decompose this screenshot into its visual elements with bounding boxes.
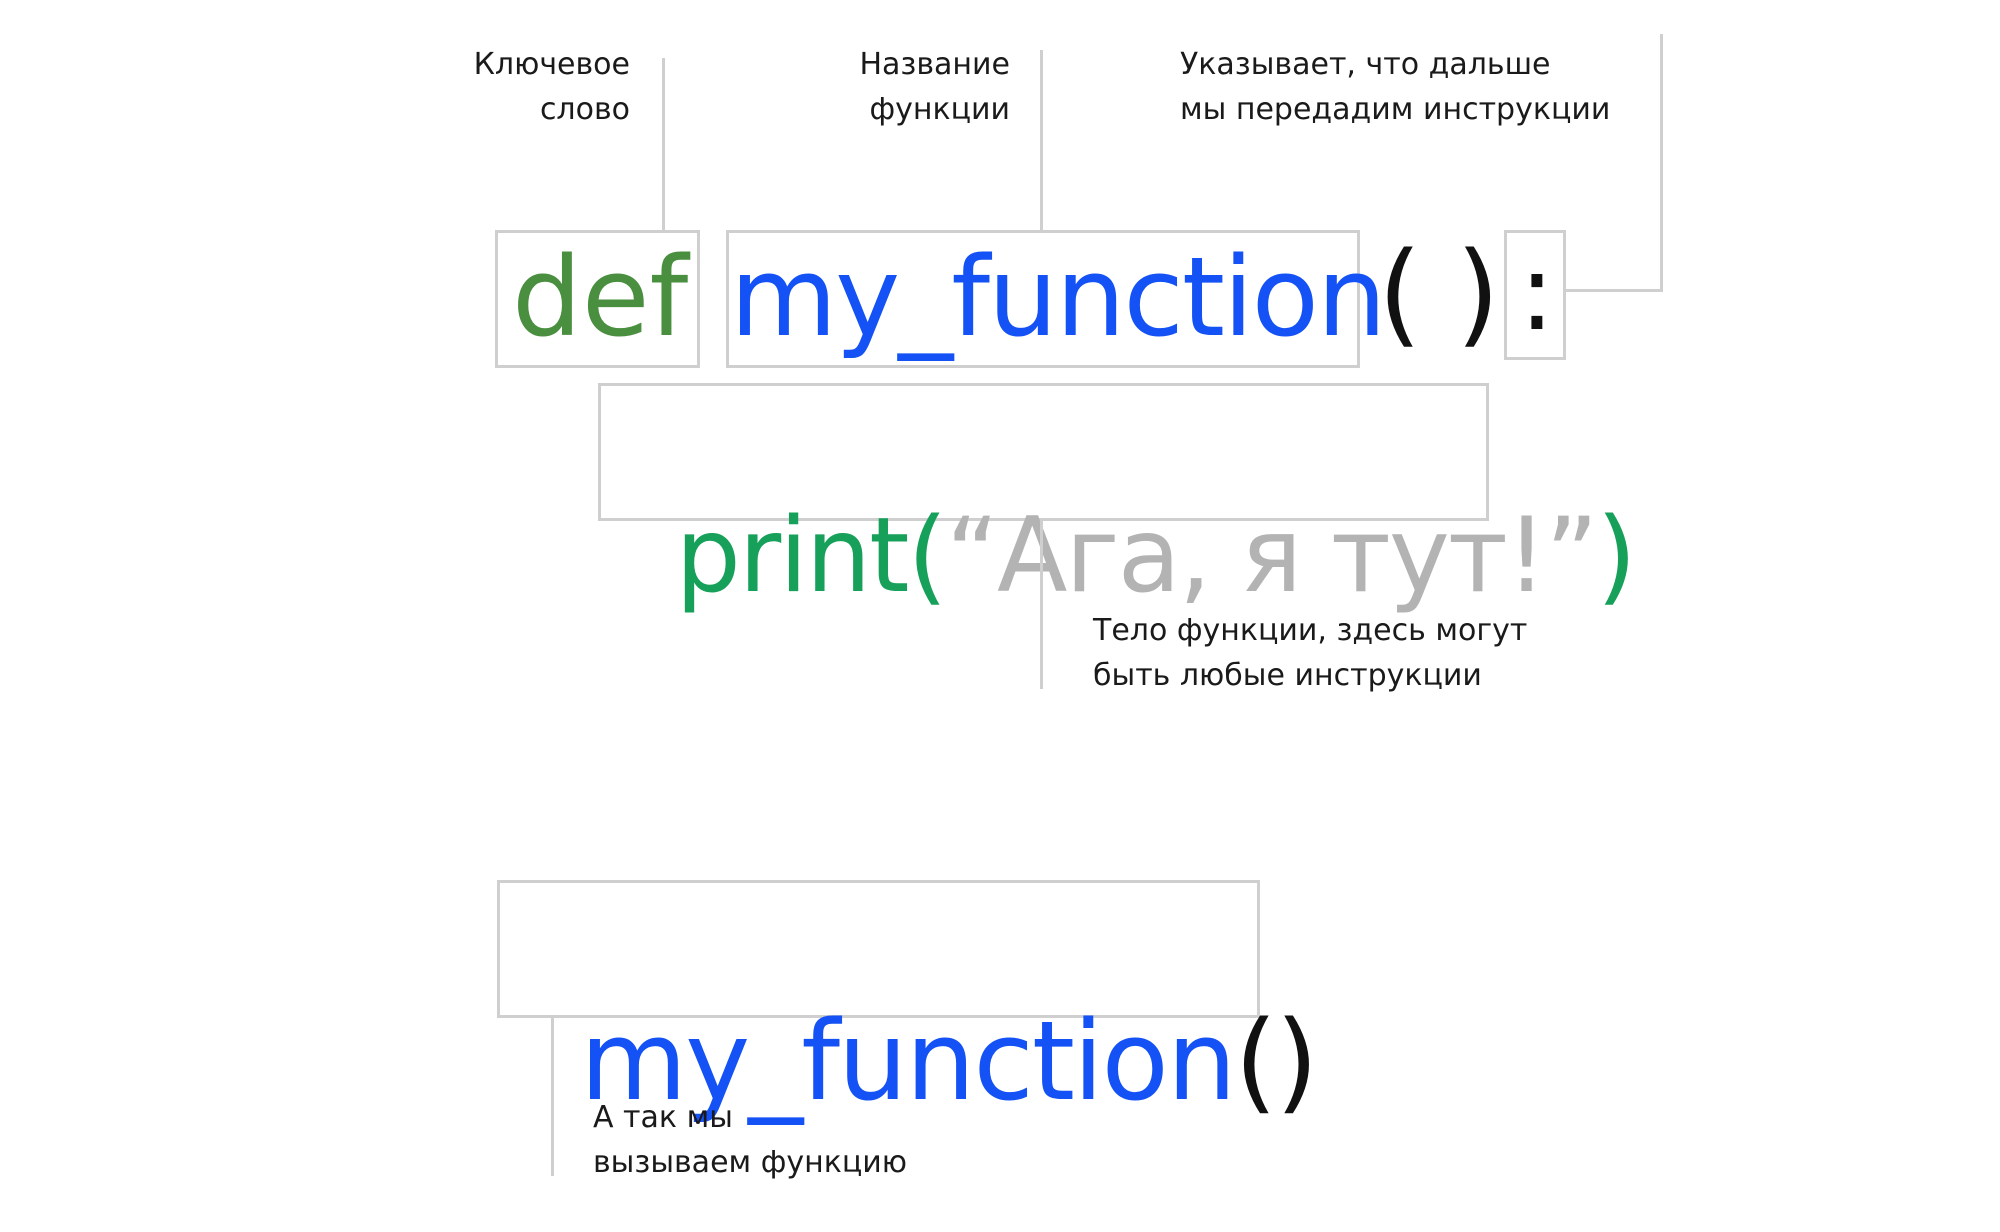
open-paren: (	[1378, 229, 1422, 359]
annotation-function-name-line-2: функции	[869, 92, 1010, 127]
print-call: print(“Ага, я тут!”)	[614, 402, 1636, 608]
keyword-box	[495, 230, 700, 368]
annotation-function-name-line-1: Название	[859, 47, 1010, 82]
annotation-keyword-line-1: Ключевое	[473, 47, 630, 82]
connector-body	[1040, 521, 1043, 689]
call-box	[497, 880, 1260, 1018]
print-close-paren: )	[1596, 496, 1637, 616]
annotation-colon-line-2: мы передадим инструкции	[1180, 92, 1611, 127]
connector-call	[551, 1018, 554, 1176]
body-box	[598, 383, 1489, 521]
connector-colon-horizontal	[1566, 289, 1663, 292]
function-name-box	[726, 230, 1360, 368]
annotation-call-line-1: А так мы	[593, 1100, 733, 1135]
colon-box	[1504, 230, 1566, 360]
annotation-keyword-line-2: слово	[539, 92, 630, 127]
annotation-colon: Указывает, что дальше мы передадим инстр…	[1180, 42, 1700, 132]
function-name-def: my_function	[730, 233, 1387, 361]
annotation-colon-line-1: Указывает, что дальше	[1180, 47, 1551, 82]
call-function-name: my_function	[579, 997, 1237, 1125]
connector-function-name	[1040, 50, 1043, 230]
call-parens: ()	[1234, 997, 1319, 1125]
annotation-function-name: Название функции	[820, 42, 1010, 132]
annotation-call: А так мы вызываем функцию	[593, 1095, 993, 1185]
colon: :	[1519, 231, 1555, 354]
connector-colon-vertical	[1660, 34, 1663, 292]
print-function: print(	[675, 496, 947, 616]
annotation-body-line-1: Тело функции, здесь могут	[1093, 613, 1528, 648]
connector-keyword	[662, 58, 665, 230]
close-paren: )	[1456, 229, 1500, 359]
annotation-call-line-2: вызываем функцию	[593, 1145, 908, 1180]
function-call: my_function()	[514, 896, 1318, 1116]
annotation-keyword: Ключевое слово	[440, 42, 630, 132]
print-string: “Ага, я тут!”	[945, 496, 1599, 616]
annotation-body-line-2: быть любые инструкции	[1093, 658, 1482, 693]
keyword-def: def	[512, 233, 689, 361]
annotation-body: Тело функции, здесь могут быть любые инс…	[1093, 608, 1653, 698]
